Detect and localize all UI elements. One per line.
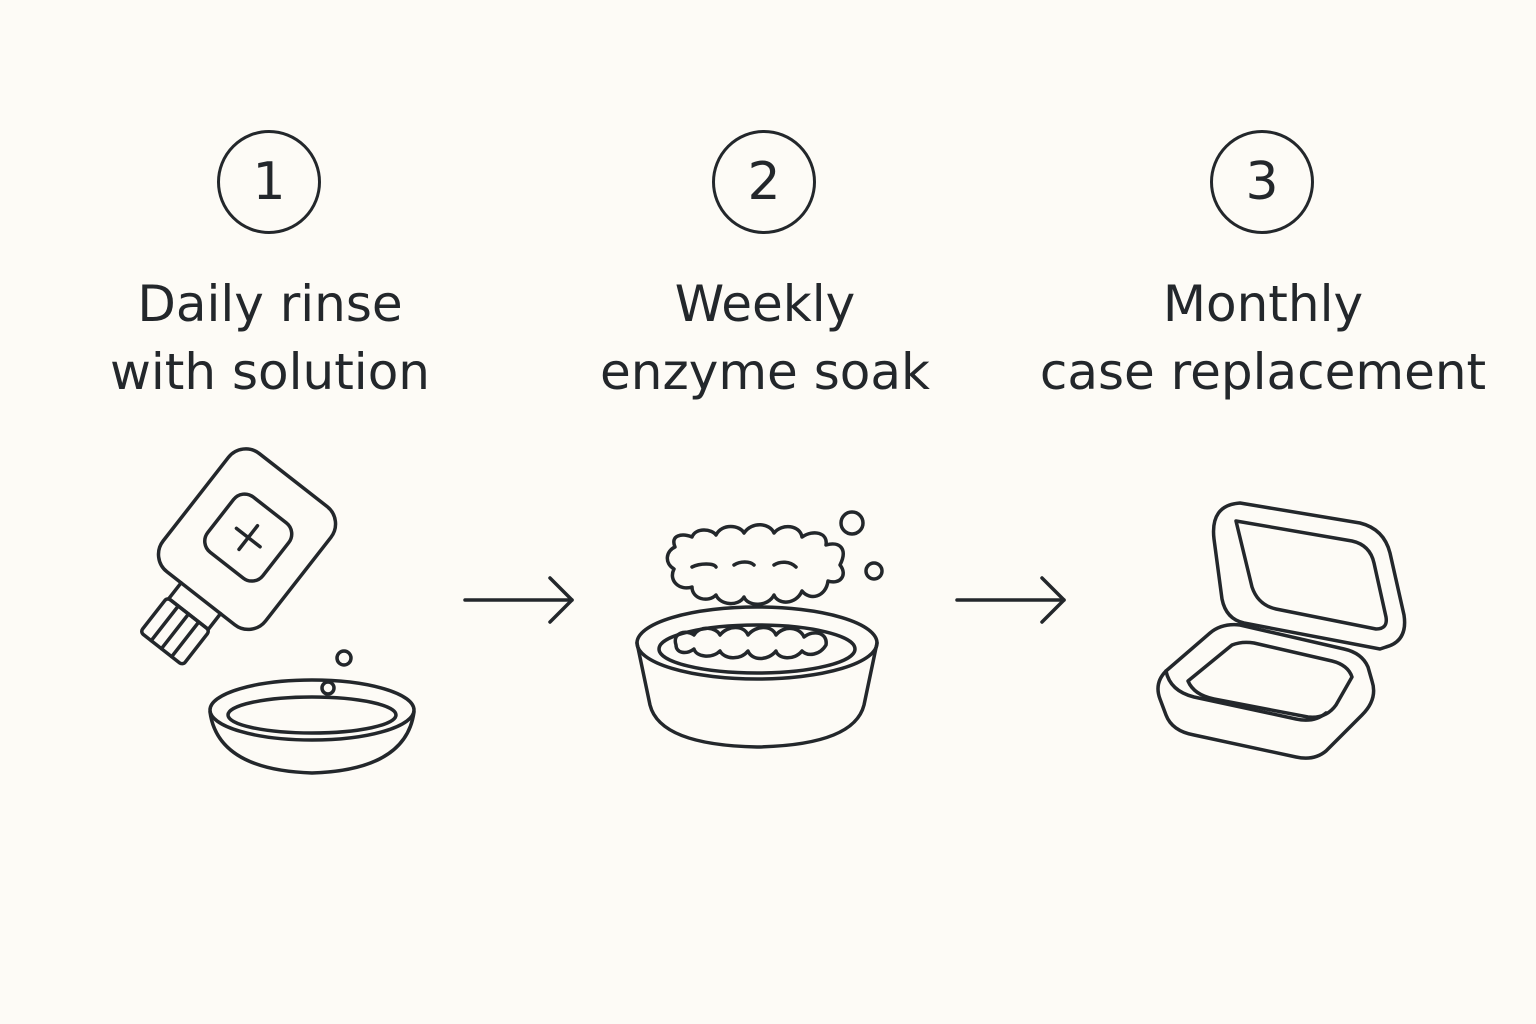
step-title: Monthly case replacement — [1003, 270, 1523, 406]
step-number-badge: 1 — [217, 130, 321, 234]
step-3: 3 Monthly case replacement — [1003, 0, 1523, 1024]
arrow-right-icon — [955, 576, 1066, 624]
solution-bottle-icon — [140, 447, 416, 775]
step-number-badge: 2 — [712, 130, 816, 234]
step-number: 2 — [747, 152, 781, 212]
step-number: 1 — [252, 152, 286, 212]
step-1: 1 Daily rinse with solution — [10, 0, 530, 1024]
step-2: 2 Weekly enzyme soak — [505, 0, 1025, 1024]
step-title-line-2: enzyme soak — [600, 343, 930, 401]
step-title-line-1: Daily rinse — [137, 275, 403, 333]
step-title-line-1: Weekly — [674, 275, 856, 333]
step-title: Weekly enzyme soak — [505, 270, 1025, 406]
arrow-right-icon — [463, 576, 574, 624]
step-title-line-2: case replacement — [1039, 343, 1487, 401]
step-title-line-1: Monthly — [1162, 275, 1364, 333]
step-title-line-2: with solution — [110, 343, 430, 401]
step-title: Daily rinse with solution — [10, 270, 530, 406]
aligner-soak-icon — [635, 510, 884, 749]
open-case-icon — [1156, 501, 1407, 760]
step-number-badge: 3 — [1210, 130, 1314, 234]
step-number: 3 — [1245, 152, 1279, 212]
